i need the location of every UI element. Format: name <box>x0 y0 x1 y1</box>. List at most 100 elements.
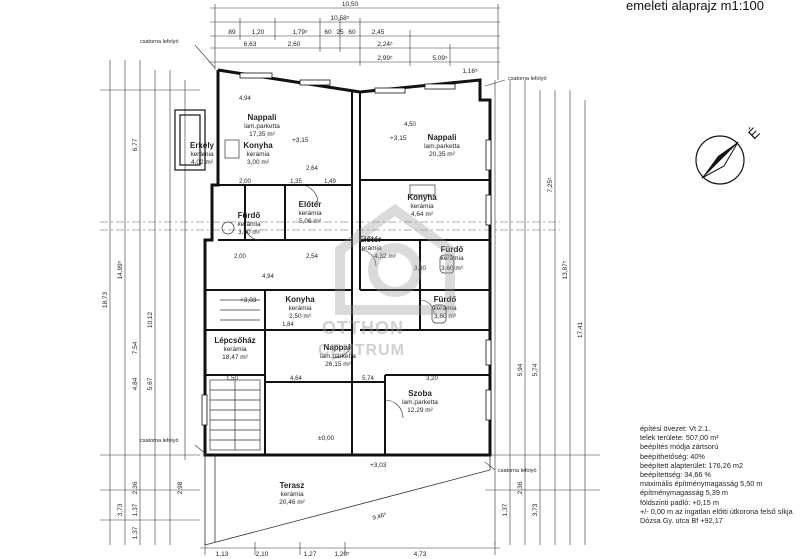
note-line: Dózsa Gy. utca Bf +92,17 <box>640 516 723 526</box>
dimension-text: 7,54 <box>132 341 139 354</box>
room-area: 3,00 m² <box>247 159 270 166</box>
dimension-text: 10,58⁵ <box>331 15 350 22</box>
room-area: 20,35 m² <box>429 151 455 158</box>
level-mark: +3,15 <box>292 137 309 144</box>
room-floor: kerámia <box>246 151 270 158</box>
level-mark: ±0,00 <box>318 435 335 442</box>
dimension-text: 13,87⁵ <box>562 260 569 279</box>
right-dimension-lines <box>485 80 600 545</box>
room-name: Konyha <box>285 295 315 304</box>
dimension-text: 4,73 <box>414 551 427 558</box>
room-floor: kerámia <box>190 151 214 158</box>
note-line: építési övezet: Vt 2.1. <box>640 424 711 433</box>
room-area: 3,60 m² <box>238 229 261 236</box>
dimension-text: 3,73 <box>532 503 539 516</box>
level-mark: +3,03 <box>370 462 387 469</box>
room-floor: kerámia <box>280 491 304 498</box>
watermark-text: CENTRUM <box>318 342 405 359</box>
dimension-text: 25 <box>336 29 344 36</box>
watermark-text: OTTHON <box>322 318 404 338</box>
room-name: Szoba <box>408 389 432 398</box>
staircase-steps <box>209 299 261 451</box>
gutter-label: csatorna lefolyó <box>140 39 179 45</box>
gutter-label: csatorna lefolyó <box>498 468 537 474</box>
dimension-text: 2,36 <box>132 481 139 494</box>
room-floor: lam.parketta <box>244 123 280 130</box>
dimension-text: 60 <box>348 29 356 36</box>
dimension-text: 1,37 <box>132 503 139 516</box>
dimension-text: 4,50 <box>404 122 416 128</box>
top-dimension-texts: 10,50 10,58⁵ 89 1,20 1,79⁵ 60 25 60 2,45… <box>228 1 478 75</box>
page-title: emeleti alaprajz m1:100 <box>626 0 765 13</box>
note-line: földszinti padló: +0,15 m <box>640 497 719 507</box>
room-area: 4,32 m² <box>374 253 397 260</box>
dimension-text: 10,12 <box>147 311 154 328</box>
dimension-text: 1,37 <box>132 526 139 539</box>
inner-dimension-texts: 4,94 4,50 2,00 1,35 1,49 2,64 4,94 1,84 … <box>226 96 438 522</box>
room-name: Nappali <box>324 343 353 352</box>
room-floor: lam.parketta <box>402 399 438 406</box>
left-dimension-texts: 18,73 14,99⁵ 6,77 10,12 7,54 4,84 5,67 2… <box>102 138 184 539</box>
dimension-text: 9,46⁵ <box>372 511 388 522</box>
bottom-dimension-lines <box>200 542 500 555</box>
dimension-text: 1,50 <box>226 376 238 382</box>
gutter-leaders <box>194 44 506 471</box>
dimension-text: 14,99⁵ <box>117 260 124 279</box>
left-dimension-lines <box>100 60 200 545</box>
room-labels: Nappali lam.parketta 17,35 m² Konyha ker… <box>190 113 464 506</box>
room-floor: kerámia <box>440 255 464 262</box>
dimension-text: 4,94 <box>262 274 274 280</box>
level-mark: +3,15 <box>390 135 407 142</box>
section-axis-lines <box>100 221 560 231</box>
room-area: 3,60 m² <box>441 265 464 272</box>
dimension-text: 18,73 <box>102 291 109 308</box>
windows <box>201 72 492 426</box>
room-name: Nappali <box>248 113 277 122</box>
room-name: Lépcsőház <box>214 336 255 345</box>
north-label: É <box>745 124 763 142</box>
bathroom-fixtures <box>221 139 455 324</box>
north-arrow-icon: É <box>695 124 763 185</box>
note-line: +/- 0,00 m az ingatlan előtti útkorona f… <box>640 506 793 516</box>
dimension-text: 5,74 <box>532 363 539 376</box>
dimension-text: 4,94 <box>239 96 251 102</box>
dimension-text: 1,27 <box>304 551 317 558</box>
room-floor: kerámia <box>298 210 322 217</box>
dimension-text: 2,00 <box>234 254 246 260</box>
dimension-text: 2,36 <box>517 481 524 494</box>
dimension-text: 6,77 <box>132 138 139 151</box>
note-line: építménymagasság 5,39 m <box>640 488 729 498</box>
dimension-text: 1,13 <box>216 551 229 558</box>
room-name: Terasz <box>280 481 305 490</box>
right-dimension-texts: 17,41 13,87⁵ 7,25⁵ 5,74 5,94 3,73 2,36 1… <box>502 177 584 516</box>
dimension-text: 6,63 <box>244 41 257 48</box>
dimension-text: 89 <box>228 29 236 36</box>
dimension-text: 2,60 <box>288 41 301 48</box>
dimension-text: 3,20 <box>426 376 438 382</box>
room-floor: kerámia <box>410 203 434 210</box>
dimension-text: 2,98 <box>177 481 184 494</box>
dimension-text: 7,25⁵ <box>547 177 554 193</box>
dimension-text: 1,20 <box>252 29 265 36</box>
room-floor: kerámia <box>433 305 457 312</box>
dimension-text: 5,67 <box>147 377 154 390</box>
room-floor: kerámia <box>358 245 382 252</box>
room-floor: lam.parketta <box>320 353 356 360</box>
dimension-text: 17,41 <box>577 321 584 338</box>
dimension-text: 1,79⁵ <box>292 29 308 36</box>
note-line: telek területe: 507,00 m² <box>640 433 719 443</box>
gutter-labels: csatorna lefolyó csatorna lefolyó csator… <box>140 39 547 474</box>
room-name: Előtér <box>299 200 322 209</box>
room-name: Erkély <box>190 141 215 150</box>
dimension-text: 2,54 <box>306 254 318 260</box>
room-floor: kerámia <box>237 221 261 228</box>
dimension-text: 2,99⁵ <box>377 55 393 62</box>
room-area: 3,60 m² <box>434 313 457 320</box>
dimension-text: 1,35 <box>290 179 302 185</box>
room-area: 5,06 m² <box>299 218 322 225</box>
room-name: Előtér <box>359 235 382 244</box>
room-floor: lam.parketta <box>424 143 460 150</box>
dimension-text: 3,73 <box>117 503 124 516</box>
room-area: 4,64 m² <box>411 211 434 218</box>
